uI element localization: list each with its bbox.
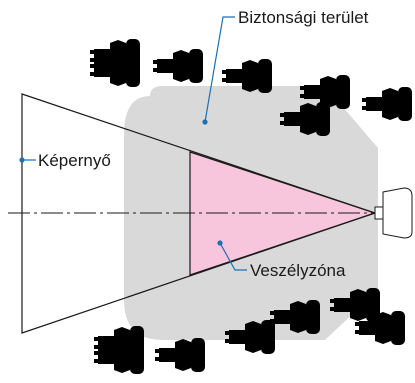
safety-area-label: Biztonsági terület [238, 8, 369, 27]
danger-zone-label: Veszélyzóna [250, 261, 346, 280]
seated-person-icon [362, 87, 412, 121]
danger-zone-callout: Veszélyzóna [217, 240, 346, 280]
seated-person-icon [155, 338, 205, 372]
screen-callout: Képernyő [19, 151, 111, 170]
screen-label: Képernyő [38, 151, 111, 170]
safety-area-callout: Biztonsági terület [202, 8, 369, 125]
seated-person-icon [153, 49, 203, 83]
projector-icon [374, 187, 413, 239]
